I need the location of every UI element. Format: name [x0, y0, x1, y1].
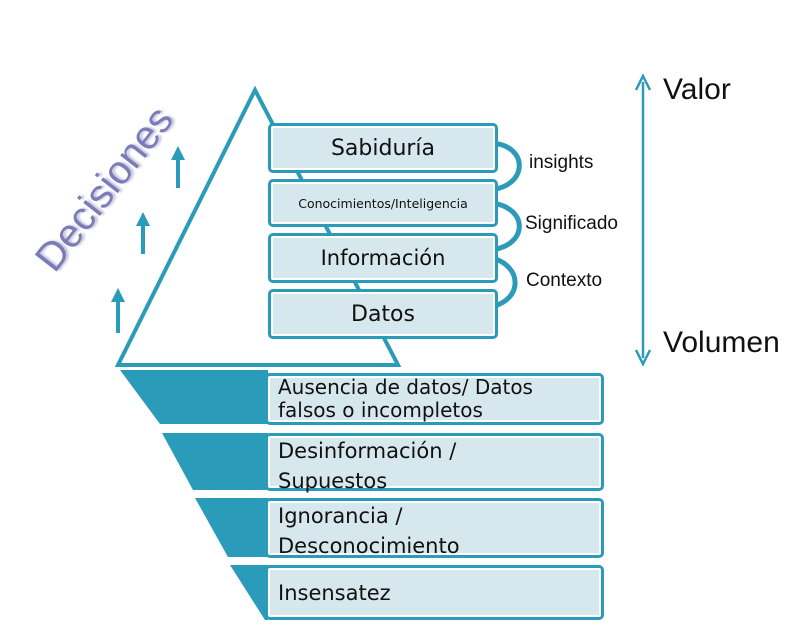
inverted-band-3 [195, 498, 268, 557]
scale-top-label: Valor [663, 73, 731, 106]
pyramid-level-sabiduria: Sabiduría [268, 123, 498, 173]
pyramid-level-informacion: Información [268, 233, 498, 283]
pyramid-level-label: Datos [351, 301, 415, 327]
pyramid-level-datos: Datos [268, 289, 498, 339]
transition-label-insights: insights [529, 152, 594, 173]
pyramid-level-conocimientos: Conocimientos/Inteligencia [268, 179, 498, 227]
transition-label-significado: Significado [525, 213, 618, 234]
pyramid-level-label: Conocimientos/Inteligencia [298, 195, 468, 211]
inverted-level-line1: Desinformación / [278, 439, 457, 463]
inverted-level-line2: Desconocimiento [278, 534, 460, 558]
transition-label-contexto: Contexto [526, 270, 603, 291]
inverted-level-line1: Ignorancia / [278, 504, 403, 528]
inverted-band-1 [120, 370, 268, 424]
inverted-level-line2: falsos o incompletos [278, 398, 483, 422]
inverted-band-2 [162, 433, 268, 490]
inverted-level-ignorancia: Ignorancia / Desconocimiento [265, 498, 604, 558]
up-arrow-icon [111, 288, 125, 333]
value-volume-double-arrow-icon [634, 73, 652, 367]
scale-bottom-label: Volumen [663, 326, 780, 359]
inverted-level-desinformacion: Desinformación / Supuestos [265, 433, 604, 493]
inverted-band-4 [230, 565, 268, 620]
up-arrow-icon [136, 212, 150, 254]
inverted-level-insensatez: Insensatez [265, 565, 604, 620]
inverted-level-line1: Ausencia de datos/ Datos [278, 375, 533, 399]
inverted-level-line2: Supuestos [278, 469, 388, 493]
inverted-level-line1: Insensatez [278, 580, 391, 605]
pyramid-level-label: Sabiduría [330, 135, 436, 161]
pyramid-level-label: Información [320, 246, 446, 270]
up-arrow-icon [171, 146, 185, 188]
pyramid-inner-outline [124, 97, 393, 362]
inverted-level-ausencia: Ausencia de datos/ Datos falsos o incomp… [265, 373, 604, 425]
